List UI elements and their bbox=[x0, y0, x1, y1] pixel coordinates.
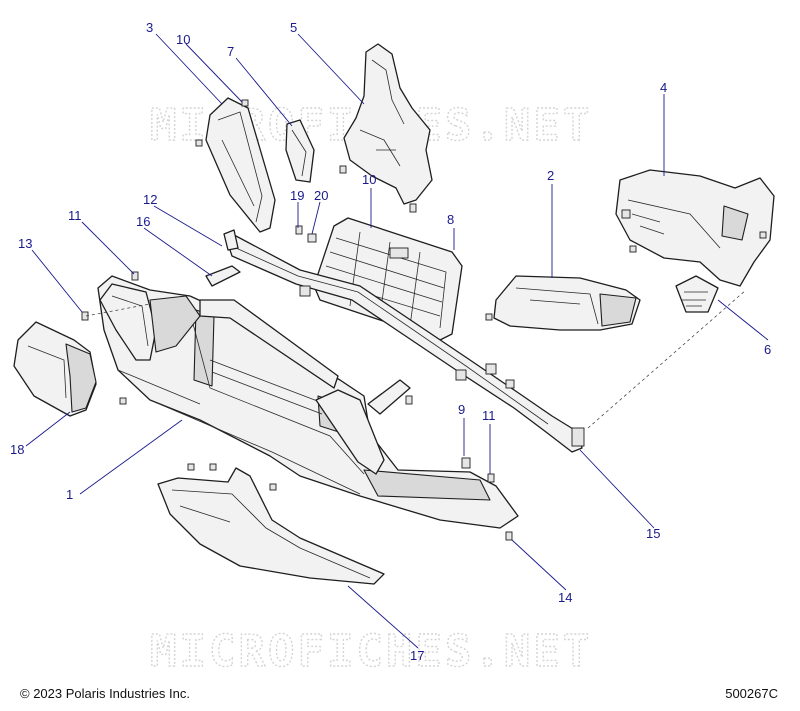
callout-10b: 10 bbox=[362, 172, 376, 187]
part-2-lower-tray bbox=[493, 275, 641, 331]
part-3-side-panel bbox=[205, 97, 276, 233]
callout-11a: 11 bbox=[68, 208, 82, 223]
part-11-left-mount bbox=[99, 283, 201, 361]
callout-17: 17 bbox=[410, 648, 424, 663]
part-4-right-panel bbox=[615, 169, 775, 287]
callout-12: 12 bbox=[143, 192, 157, 207]
hardware-fasteners bbox=[81, 99, 767, 541]
callout-19: 19 bbox=[290, 188, 304, 203]
callout-10a: 10 bbox=[176, 32, 190, 47]
callout-labels: 1 2 3 4 5 6 7 8 9 10 10 11 11 12 13 14 1… bbox=[10, 20, 771, 663]
callout-5: 5 bbox=[290, 20, 297, 35]
alignment-lines bbox=[85, 289, 747, 429]
watermark-bottom: MICROFICHES.NET bbox=[150, 626, 592, 677]
callout-4: 4 bbox=[660, 80, 667, 95]
part-1-main-bumper bbox=[97, 275, 519, 529]
part-18-left-panel bbox=[13, 321, 97, 417]
callout-1: 1 bbox=[66, 487, 73, 502]
part-12-bracket bbox=[223, 229, 239, 251]
callout-20: 20 bbox=[314, 188, 328, 203]
part-8-grille bbox=[313, 217, 463, 341]
callout-9: 9 bbox=[458, 402, 465, 417]
part-5-upper-bracket bbox=[339, 43, 433, 213]
callout-2: 2 bbox=[547, 168, 554, 183]
callout-7: 7 bbox=[227, 44, 234, 59]
callout-6: 6 bbox=[764, 342, 771, 357]
callout-15: 15 bbox=[646, 526, 660, 541]
part-6-vent bbox=[675, 275, 719, 313]
part-15-support-bar bbox=[227, 235, 585, 453]
copyright-text: © 2023 Polaris Industries Inc. bbox=[20, 686, 190, 701]
callout-18: 18 bbox=[10, 442, 24, 457]
callout-13: 13 bbox=[18, 236, 32, 251]
callout-16: 16 bbox=[136, 214, 150, 229]
part-7-inset-panel bbox=[285, 119, 315, 183]
callout-11b: 11 bbox=[482, 408, 496, 423]
part-16-bracket bbox=[205, 265, 241, 287]
callout-3: 3 bbox=[146, 20, 153, 35]
callout-8: 8 bbox=[447, 212, 454, 227]
diagram-code: 500267C bbox=[725, 686, 778, 701]
part-17-skid-panel bbox=[157, 463, 385, 585]
callout-14: 14 bbox=[558, 590, 572, 605]
center-brace bbox=[315, 379, 411, 475]
leader-lines bbox=[25, 33, 769, 649]
